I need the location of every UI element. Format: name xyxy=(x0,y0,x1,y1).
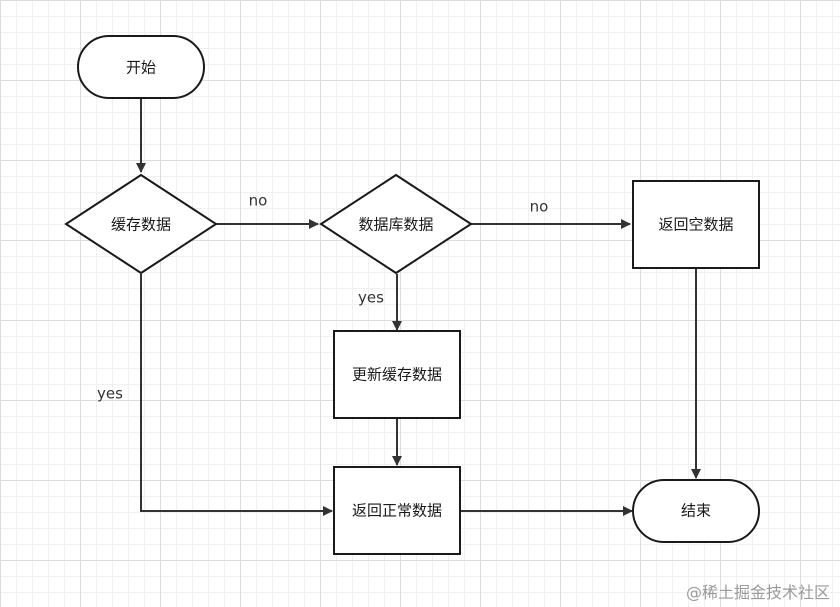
return-normal-label: 返回正常数据 xyxy=(352,502,442,520)
db-decision-node: 数据库数据 xyxy=(319,173,473,275)
edge-label-cache-yes: yes xyxy=(97,385,123,403)
end-terminal-shape xyxy=(632,479,760,543)
watermark-text: @稀土掘金技术社区 xyxy=(685,583,830,602)
return-empty-node: 返回空数据 xyxy=(632,180,760,269)
update-cache-label: 更新缓存数据 xyxy=(352,366,442,384)
cache-decision-node: 缓存数据 xyxy=(64,173,218,275)
return-empty-shape xyxy=(632,180,760,269)
start-node: 开始 xyxy=(77,35,205,99)
cache-decision-shape xyxy=(64,173,218,275)
update-cache-node: 更新缓存数据 xyxy=(333,330,461,419)
end-label: 结束 xyxy=(681,502,711,520)
edge-label-cache-no: no xyxy=(249,192,268,210)
db-decision-shape xyxy=(319,173,473,275)
return-empty-label: 返回空数据 xyxy=(658,216,733,234)
start-label: 开始 xyxy=(126,59,156,77)
return-normal-node: 返回正常数据 xyxy=(333,466,461,555)
update-cache-shape xyxy=(333,330,461,419)
start-terminal-shape xyxy=(77,35,205,99)
cache-decision-label: 缓存数据 xyxy=(111,216,171,234)
connector-cache-yes-to-normal xyxy=(140,274,333,516)
edge-label-db-no: no xyxy=(530,198,549,216)
db-decision-label: 数据库数据 xyxy=(358,216,433,234)
end-node: 结束 xyxy=(632,479,760,543)
edge-label-db-yes: yes xyxy=(358,289,384,307)
return-normal-shape xyxy=(333,466,461,555)
